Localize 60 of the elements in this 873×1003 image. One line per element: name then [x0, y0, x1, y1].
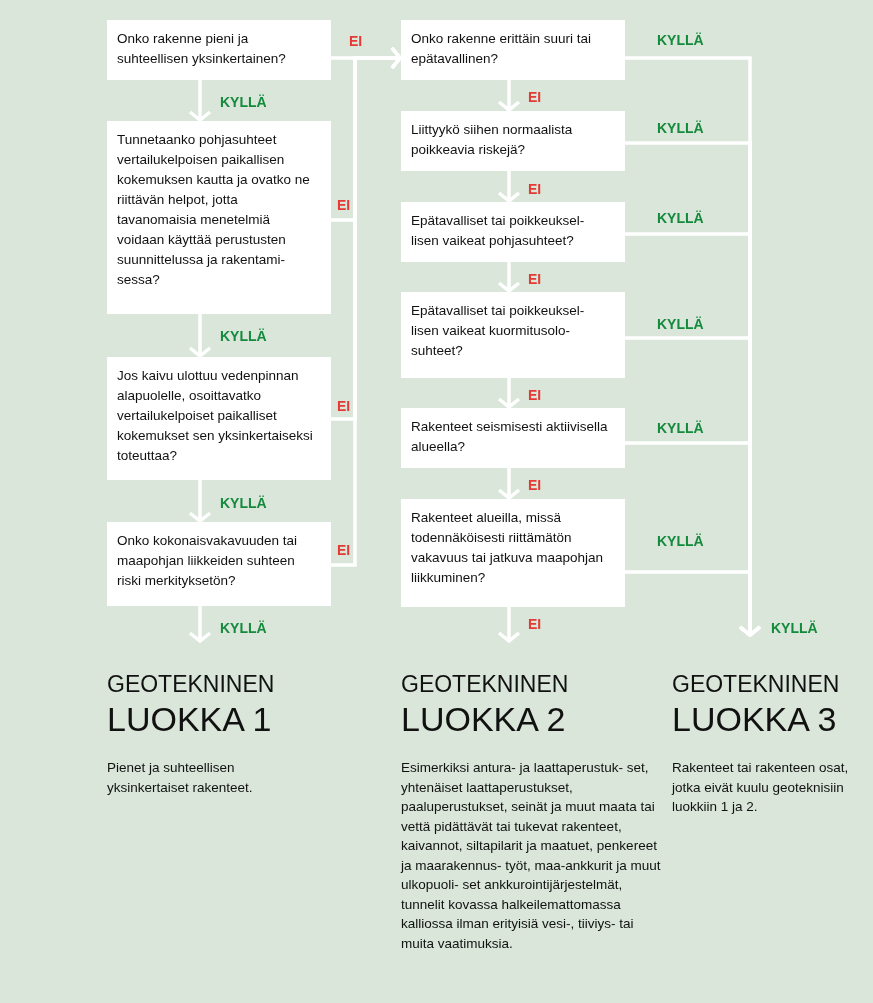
arrow [188, 606, 212, 643]
class-heading: GEOTEKNINEN [672, 670, 840, 698]
edge-label: KYLLÄ [656, 210, 705, 226]
edge-label: KYLLÄ [656, 533, 705, 549]
edge-label: EI [527, 181, 543, 197]
edge-label: EI [348, 33, 364, 49]
edge-label: KYLLÄ [219, 620, 268, 636]
class-heading: GEOTEKNINEN [401, 670, 569, 698]
question-box [107, 357, 331, 480]
question-text: Jos kaivu ulottuu vedenpinnan alapuolelle, osoittavatko vertailukelpoiset paikalliset kokemukset sen yksinkertaiseksi toteuttaa? [117, 367, 314, 465]
edge-label: KYLLÄ [656, 420, 705, 436]
class-heading: LUOKKA 1 [107, 699, 272, 740]
edge-label: EI [336, 398, 352, 414]
arrow [497, 378, 521, 409]
edge-label: KYLLÄ [219, 328, 268, 344]
edge-label: EI [527, 616, 543, 632]
arrow [188, 314, 212, 358]
description-text: Pienet ja suhteellisen yksinkertaiset rakenteet. [107, 759, 254, 797]
arrow [497, 171, 521, 203]
edge-label: EI [527, 387, 543, 403]
question-box [401, 111, 625, 171]
arrow [497, 468, 521, 500]
question-box [401, 20, 625, 80]
edge-label: EI [527, 271, 543, 287]
edge-label: KYLLÄ [219, 495, 268, 511]
question-text: Epätavalliset tai poikkeuksel- lisen vaikeat kuormitusolo- suhteet? [411, 302, 586, 360]
arrow [497, 607, 521, 643]
question-box [401, 202, 625, 262]
question-box [401, 408, 625, 468]
question-text: Rakenteet alueilla, missä todennäköisesti riittämätön vakavuus tai jatkuva maapohjan liikkuminen? [411, 509, 605, 587]
question-text: Onko rakenne pieni ja suhteellisen yksinkertainen? [117, 30, 287, 68]
description-text: Rakenteet tai rakenteen osat, jotka eivät kuulu geoteknisiin luokkiin 1 ja 2. [672, 759, 850, 816]
question-box [401, 292, 625, 378]
edge-label: EI [336, 542, 352, 558]
question-text: Onko rakenne erittäin suuri tai epätavallinen? [411, 30, 593, 68]
edge-label: KYLLÄ [219, 94, 268, 110]
question-box [107, 522, 331, 606]
class-heading: LUOKKA 2 [401, 699, 566, 740]
arrow [497, 80, 521, 112]
branch-label: KYLLÄ [770, 620, 819, 636]
edge-label: EI [336, 197, 352, 213]
question-text: Onko kokonaisvakavuuden tai maapohjan liikkeiden suhteen riski merkityksetön? [117, 532, 299, 590]
class-heading: GEOTEKNINEN [107, 670, 275, 698]
question-box [107, 20, 331, 80]
question-box [107, 121, 331, 314]
edge-label: KYLLÄ [656, 316, 705, 332]
question-text: Epätavalliset tai poikkeuksel- lisen vaikeat pohjasuhteet? [411, 212, 586, 250]
edge-label: EI [527, 89, 543, 105]
question-text: Liittyykö siihen normaalista poikkeavia riskejä? [411, 121, 574, 159]
description-text: Esimerkiksi antura- ja laattaperustuk- set, yhtenäiset laattaperustukset, paaluperustukset, seinät ja muut maata tai vettä pidättävät tai tukevat rakenteet, kaivannot, siltapilarit ja maatuet, penkereet ja maarakennus- työt, maa-ankkurit ja muut ulkopuoli- set ankkurointijärjestelmät, tunnelit kovassa halkeilemattomassa kalliossa ilman erityisiä vesi-, tiiviys- tai muita vaatimuksia. [401, 759, 662, 953]
edge-label: EI [527, 477, 543, 493]
question-text: Tunnetaanko pohjasuhteet vertailukelpoisen paikallisen kokemuksen kautta ja ovatko ne riittävän helpot, jotta tavanomaisia menetelmiä voidaan käyttää perustusten suunnittelussa ja rakentami- sessa? [117, 131, 311, 289]
question-text: Rakenteet seismisesti aktiivisella alueella? [411, 418, 609, 456]
arrow [188, 480, 212, 523]
arrow [188, 80, 212, 122]
arrow [497, 262, 521, 293]
edge-label: KYLLÄ [656, 120, 705, 136]
question-box [401, 499, 625, 607]
edge-label: KYLLÄ [656, 32, 705, 48]
class-heading: LUOKKA 3 [672, 699, 837, 740]
